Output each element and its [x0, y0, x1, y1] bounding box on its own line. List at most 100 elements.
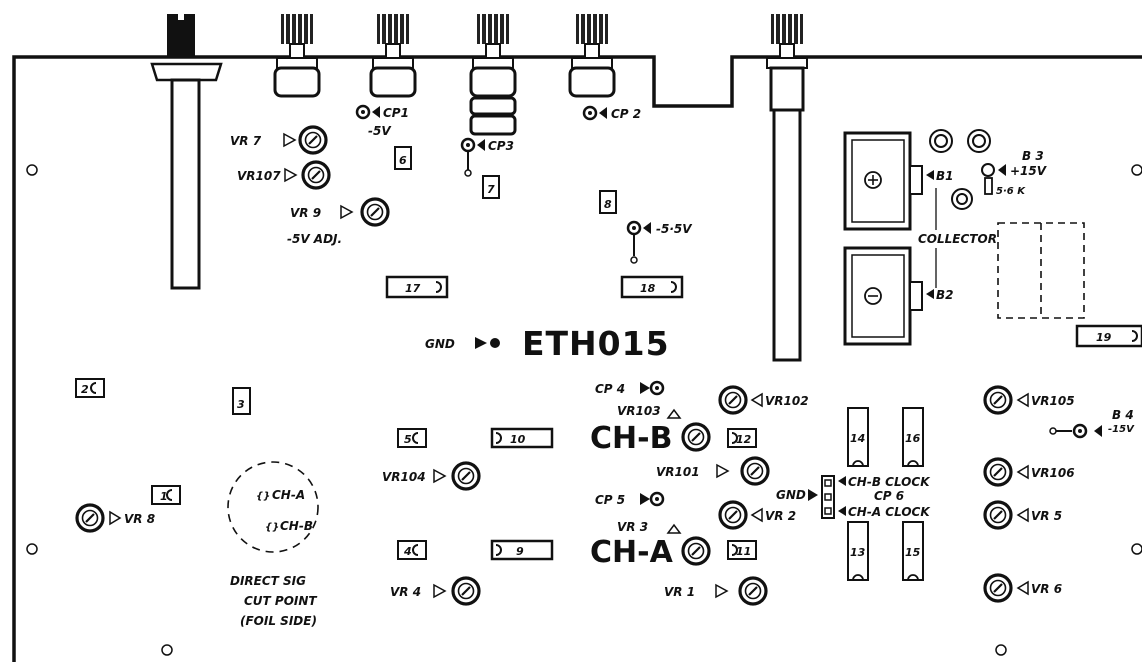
vr4-label: VR 4	[390, 585, 421, 599]
svg-text:4: 4	[403, 545, 412, 558]
ch-a-label: CH-A	[590, 535, 674, 570]
svg-text:1: 1	[160, 490, 168, 503]
b3-resistor: 5·6 K	[996, 186, 1026, 197]
pot-vr107: VR107	[237, 160, 331, 190]
tp-cp2: CP 2	[582, 105, 641, 121]
chb-clock-label: CH-B CLOCK	[848, 475, 931, 489]
svg-text:19: 19	[1096, 331, 1112, 344]
connector-cp6: GND CH-B CLOCK CP 6 CH-A CLOCK	[776, 475, 931, 519]
top-knob-2	[369, 13, 417, 98]
ch-b-label: CH-B	[590, 421, 672, 456]
svg-text:18: 18	[640, 282, 656, 295]
capacitors-pair	[929, 129, 991, 210]
tp-minus-5-5v: -5·5V	[626, 220, 693, 264]
transistor-b1: B1	[843, 131, 954, 231]
b3-voltage: +15V	[1010, 164, 1048, 178]
cut-cha-label: CH-A	[272, 488, 305, 502]
board-outline	[12, 55, 1142, 662]
top-knob-5	[766, 13, 808, 362]
pot-vr102: VR102	[718, 385, 809, 415]
pot-vr6: VR 6	[983, 573, 1062, 603]
vr9-label: VR 9	[290, 206, 321, 220]
note-line3: (FOIL SIDE)	[240, 614, 317, 628]
pot-vr2: VR 2	[718, 500, 796, 530]
svg-text:11: 11	[736, 545, 751, 558]
pot-vr8: VR 8	[75, 503, 155, 533]
svg-text:8: 8	[604, 198, 612, 211]
note-line2: CUT POINT	[244, 594, 317, 608]
svg-text:9: 9	[516, 545, 524, 558]
vr2-label: VR 2	[765, 509, 796, 523]
ic-19: 19	[1075, 324, 1142, 348]
vr101-label: VR101	[656, 465, 700, 479]
cha-clock-label: CH-A CLOCK	[848, 505, 931, 519]
svg-text:6: 6	[399, 154, 407, 167]
pot-vr1: VR 1	[664, 576, 768, 606]
tp-55v-label: -5·5V	[656, 222, 693, 236]
cp6-label: CP 6	[874, 489, 904, 503]
ic-5: 5	[397, 428, 427, 448]
vr102-label: VR102	[765, 394, 809, 408]
vr1-label: VR 1	[664, 585, 695, 599]
cp3-label: CP3	[488, 139, 514, 153]
vr103-label: VR103	[617, 404, 661, 418]
vr104-label: VR104	[382, 470, 426, 484]
cp6-gnd-label: GND	[776, 488, 806, 502]
ic-12: 12	[727, 428, 757, 448]
pot-vr9: VR 9 -5V ADJ.	[287, 197, 390, 246]
vr105-label: VR105	[1031, 394, 1075, 408]
b4-label: B 4	[1112, 408, 1134, 422]
pot-vr106: VR106	[983, 457, 1075, 487]
vr3-label: VR 3	[617, 520, 648, 534]
vr107-label: VR107	[237, 169, 281, 183]
ic-17: 17	[385, 275, 449, 299]
b3-label: B 3	[1022, 149, 1044, 163]
ic-15: 15	[902, 521, 924, 581]
tp-b4: B 4 -15V	[1049, 408, 1135, 439]
top-knob-1	[273, 13, 321, 98]
pot-vr7: VR 7	[230, 125, 328, 155]
top-knob-3	[469, 13, 517, 136]
transistor-b2: B2	[843, 246, 954, 346]
tp-cp4: CP 4	[595, 380, 665, 396]
svg-text:5: 5	[404, 433, 412, 446]
pot-vr101: VR101	[656, 456, 770, 486]
ic-6: 6	[394, 146, 412, 170]
cut-chb-label: CH-B	[280, 519, 313, 533]
vr106-label: VR106	[1031, 466, 1075, 480]
ic-16: 16	[902, 407, 924, 467]
vr9-note: -5V ADJ.	[287, 232, 342, 246]
b1-label: B1	[936, 169, 954, 183]
pot-vr104: VR104	[382, 461, 481, 491]
cp1-label: CP1	[383, 106, 409, 120]
ic-2: 2	[75, 378, 105, 398]
b4-voltage: -15V	[1108, 424, 1135, 435]
cp4-label: CP 4	[595, 382, 625, 396]
tp-cp5: CP 5	[595, 491, 665, 507]
cut-point: CH-A CH-B {} {} DIRECT SIG CUT POINT (FO…	[227, 461, 319, 628]
ic-18: 18	[620, 275, 684, 299]
svg-text:3: 3	[237, 398, 245, 411]
vr6-label: VR 6	[1031, 582, 1062, 596]
tp-b3: B 3 +15V 5·6 K	[981, 149, 1048, 197]
ic-7: 7	[482, 175, 500, 199]
svg-text:15: 15	[905, 546, 921, 559]
svg-text:7: 7	[487, 183, 495, 196]
cp1-note: -5V	[368, 124, 392, 138]
svg-text:16: 16	[905, 432, 921, 445]
top-knob-4	[568, 13, 616, 98]
left-shaft-knob	[150, 14, 223, 290]
ic-14: 14	[847, 407, 869, 467]
ic-9: 9	[490, 539, 554, 561]
ic-13: 13	[847, 521, 869, 581]
b2-label: B2	[936, 288, 954, 302]
tp-cp3: CP3	[460, 137, 514, 177]
cp5-label: CP 5	[595, 493, 625, 507]
ic-10: 10	[490, 427, 554, 449]
ic-4: 4	[397, 540, 427, 560]
pot-vr105: VR105	[983, 385, 1075, 415]
vr7-label: VR 7	[230, 134, 262, 148]
tp-cp1: CP1 -5V	[355, 104, 409, 138]
pot-vr4: VR 4	[390, 576, 481, 606]
collector-label: COLLECTOR	[918, 232, 997, 246]
